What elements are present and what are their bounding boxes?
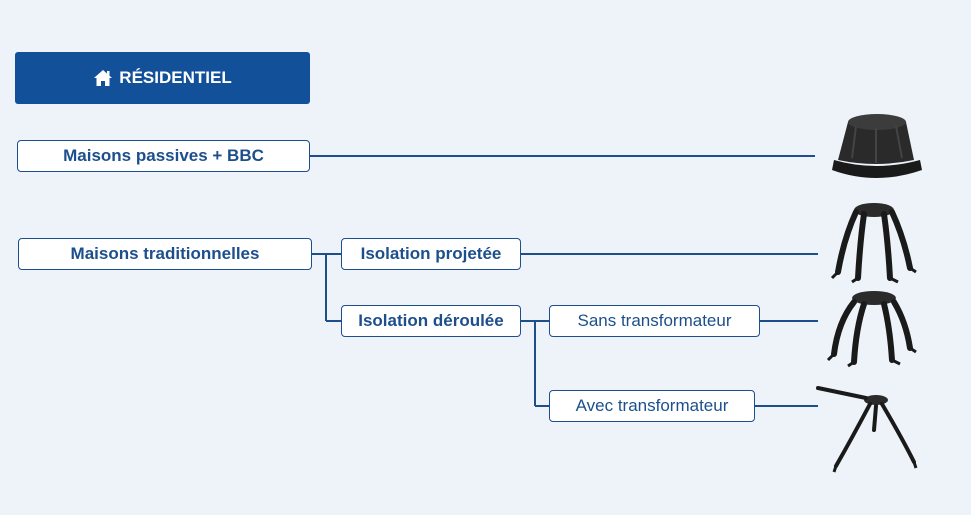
closed-dome-cover: [832, 114, 922, 178]
open-cage-cover-short: [826, 291, 917, 368]
node-sprayed-insulation: Isolation projetée: [341, 238, 521, 270]
node-without-transformer-label: Sans transformateur: [577, 311, 732, 330]
header-residential: RÉSIDENTIEL: [15, 52, 310, 104]
node-with-transformer-label: Avec transformateur: [575, 396, 729, 415]
house-icon: [94, 70, 113, 86]
node-without-transformer: Sans transformateur: [549, 305, 760, 337]
tripod-support: [816, 386, 918, 473]
node-rolled-insulation-label: Isolation déroulée: [358, 311, 504, 330]
node-passive-houses: Maisons passives + BBC: [17, 140, 310, 172]
node-passive-houses-label: Maisons passives + BBC: [63, 146, 264, 165]
node-rolled-insulation: Isolation déroulée: [341, 305, 521, 337]
node-sprayed-insulation-label: Isolation projetée: [360, 244, 502, 263]
node-with-transformer: Avec transformateur: [549, 390, 755, 422]
header-title: RÉSIDENTIEL: [119, 68, 232, 87]
open-cage-cover-tall: [830, 203, 917, 284]
node-traditional-houses-label: Maisons traditionnelles: [70, 244, 260, 263]
node-traditional-houses: Maisons traditionnelles: [18, 238, 312, 270]
